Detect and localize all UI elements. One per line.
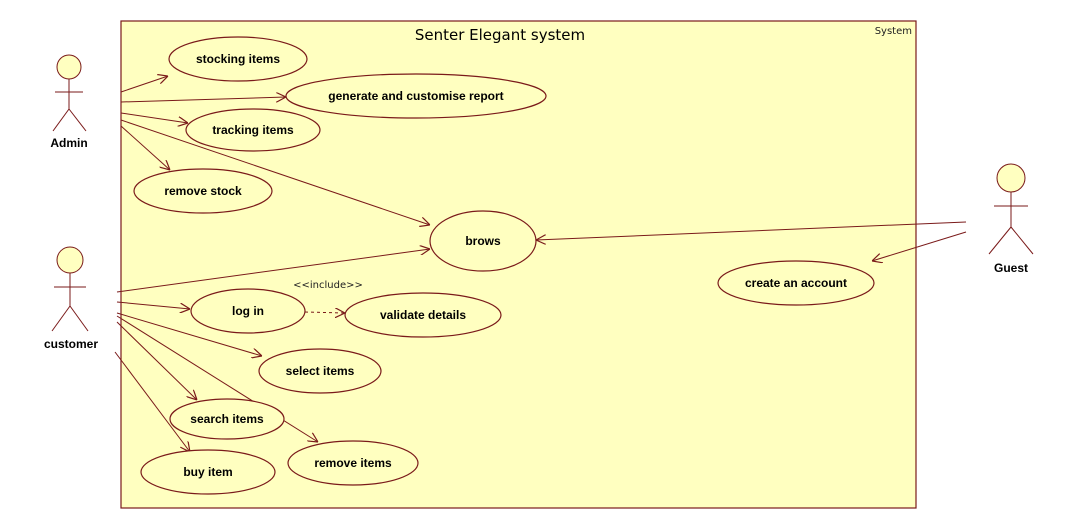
- use-case-label: log in: [232, 304, 264, 318]
- assoc-admin-tracking: [120, 112, 188, 123]
- associations: [114, 76, 967, 452]
- use-case-label: buy item: [183, 465, 232, 479]
- actor-head: [56, 54, 82, 80]
- use-case-search-items[interactable]: search items: [169, 398, 285, 440]
- assoc-customer-remove-items: [116, 315, 318, 442]
- use-case-buy-item[interactable]: buy item: [140, 449, 276, 495]
- use-case-label: remove stock: [164, 184, 242, 198]
- actor-customer-label: customer: [44, 337, 98, 351]
- assoc-admin-stocking: [120, 76, 168, 93]
- use-case-tracking-items[interactable]: tracking items: [185, 108, 321, 152]
- assoc-guest-brows: [536, 221, 967, 240]
- assoc-customer-search: [116, 321, 197, 400]
- use-case-create-account[interactable]: create an account: [717, 260, 875, 306]
- use-case-brows[interactable]: brows: [429, 210, 537, 272]
- actor-head: [56, 246, 84, 274]
- use-case-label: create an account: [745, 276, 847, 290]
- use-case-label: remove items: [314, 456, 392, 470]
- assoc-customer-select: [116, 312, 262, 356]
- actor-admin-label: Admin: [50, 136, 87, 150]
- use-case-remove-stock[interactable]: remove stock: [133, 168, 273, 214]
- actor-admin[interactable]: [52, 54, 87, 132]
- use-case-label: select items: [286, 364, 355, 378]
- use-case-label: brows: [465, 234, 501, 248]
- use-case-label: stocking items: [196, 52, 280, 66]
- use-case-log-in[interactable]: log in: [190, 288, 306, 334]
- use-case-label: search items: [190, 412, 264, 426]
- actor-guest[interactable]: [988, 163, 1034, 255]
- use-case-validate-details[interactable]: validate details: [344, 292, 502, 338]
- use-case-label: validate details: [380, 308, 466, 322]
- use-case-stocking-items[interactable]: stocking items: [168, 36, 308, 82]
- assoc-guest-create: [872, 231, 967, 261]
- system-title: Senter Elegant system: [415, 26, 585, 44]
- use-case-generate-report[interactable]: generate and customise report: [285, 73, 547, 119]
- include-label: <<include>>: [293, 280, 363, 291]
- system-corner-label: System: [875, 26, 912, 37]
- include-login-validate: [304, 312, 345, 313]
- assoc-customer-buy: [114, 351, 190, 452]
- actor-guest-label: Guest: [994, 261, 1028, 275]
- use-case-label: tracking items: [212, 123, 294, 137]
- use-case-remove-items[interactable]: remove items: [287, 440, 419, 486]
- actor-head: [996, 163, 1026, 193]
- assoc-admin-brows: [120, 119, 430, 225]
- assoc-customer-brows: [116, 249, 430, 293]
- assoc-customer-login: [116, 301, 190, 309]
- actor-customer[interactable]: [51, 246, 89, 332]
- use-case-label: generate and customise report: [328, 89, 503, 103]
- use-case-select-items[interactable]: select items: [258, 348, 382, 394]
- assoc-admin-report: [120, 97, 286, 103]
- assoc-admin-remove-stock: [120, 125, 170, 170]
